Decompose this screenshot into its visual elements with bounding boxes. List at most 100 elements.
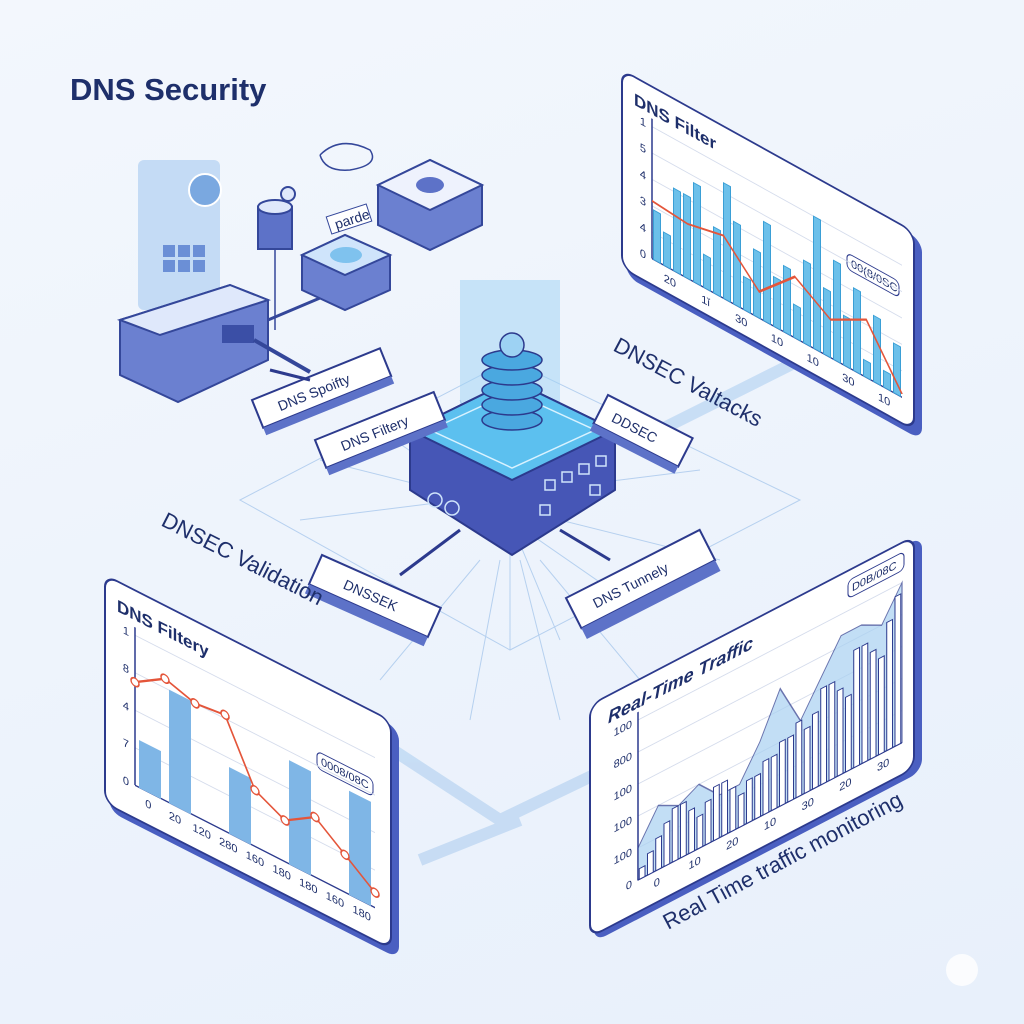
- bar: [679, 800, 687, 859]
- central-dns-server: [407, 280, 618, 557]
- bar: [703, 253, 711, 292]
- bar: [721, 779, 729, 838]
- bar: [853, 646, 861, 769]
- database-cylinder: [257, 186, 296, 330]
- bar: [843, 314, 851, 370]
- gridline: [135, 634, 375, 759]
- y-tick-label: 0: [626, 878, 633, 894]
- bar: [673, 187, 681, 276]
- bar: [803, 259, 811, 348]
- y-tick-label: 1: [640, 114, 646, 130]
- data-point: [160, 673, 170, 685]
- bar: [349, 790, 371, 907]
- traffic-area: [637, 580, 903, 881]
- y-tick-label: 7: [123, 736, 129, 751]
- bar: [863, 358, 871, 381]
- y-tick-label: 4: [640, 166, 647, 183]
- bar: [745, 777, 753, 825]
- bar: [836, 687, 844, 778]
- data-point: [340, 849, 350, 861]
- bar: [873, 314, 881, 387]
- bar: [811, 710, 819, 790]
- cloud-icon: [319, 142, 374, 171]
- database-stack-icon: [481, 332, 543, 431]
- data-point: [190, 698, 200, 709]
- x-tick-label: 1ǐ: [701, 292, 711, 310]
- bar: [733, 220, 741, 309]
- bar: [737, 792, 745, 829]
- bar: [763, 220, 771, 326]
- watermark-badge: [946, 954, 978, 986]
- y-tick-label: 0: [640, 246, 647, 263]
- bar: [688, 807, 696, 855]
- bar: [883, 369, 891, 392]
- bar: [803, 725, 811, 795]
- bar: [754, 772, 762, 821]
- bar: [229, 767, 251, 845]
- bar: [683, 192, 691, 281]
- bar: [139, 739, 161, 800]
- bar: [646, 849, 654, 876]
- bar: [655, 835, 663, 872]
- y-tick-label: 4: [123, 699, 130, 715]
- bar: [778, 738, 786, 808]
- gridline: [652, 126, 902, 266]
- bar: [743, 275, 751, 315]
- bar: [696, 813, 704, 851]
- web-server-device: [116, 160, 321, 404]
- bar: [894, 593, 902, 747]
- bar: [823, 286, 831, 359]
- port-icons: [427, 455, 607, 516]
- globe-icon: [416, 177, 444, 193]
- bar: [704, 798, 712, 846]
- data-point: [370, 887, 380, 898]
- bar: [783, 264, 791, 337]
- bar: [713, 225, 721, 298]
- x-tick-label: 0: [145, 797, 152, 813]
- bar: [820, 685, 828, 786]
- bar: [712, 783, 720, 842]
- bar: [828, 680, 836, 782]
- bar: [877, 655, 885, 756]
- data-point: [220, 709, 230, 721]
- y-tick-label: 8: [123, 661, 129, 676]
- bar: [886, 618, 894, 752]
- y-tick-label: 5: [640, 140, 647, 157]
- bar: [762, 757, 770, 816]
- bar: [169, 689, 191, 815]
- data-point: [130, 676, 140, 688]
- block-dns-filtery[interactable]: DNS Filtery: [313, 390, 448, 476]
- bar: [671, 805, 679, 863]
- bar: [653, 209, 661, 265]
- bar: [773, 275, 781, 331]
- gridline: [638, 582, 902, 721]
- bar: [729, 785, 737, 833]
- resolver-tag: parde: [333, 206, 372, 232]
- bar: [787, 734, 795, 803]
- block-dnssek[interactable]: DNSSEK: [304, 553, 443, 647]
- bar: [770, 753, 778, 812]
- y-tick-label: 1: [123, 624, 129, 639]
- bar: [844, 693, 852, 773]
- bar: [638, 864, 646, 881]
- block-ddsec[interactable]: DDSEC: [589, 393, 694, 474]
- bar: [869, 648, 877, 760]
- data-point: [250, 784, 260, 796]
- panel-dns-filtery: DNS Filtery 0008/08C 1847002012028016018…: [104, 578, 399, 955]
- x-tick-label: 0: [654, 875, 661, 891]
- y-tick-label: 4: [640, 219, 647, 236]
- bar: [861, 642, 869, 765]
- page-title: DNS Security: [70, 72, 267, 107]
- y-tick-label: 3: [640, 193, 647, 210]
- data-point: [280, 815, 290, 826]
- browser-icon: [188, 173, 222, 207]
- bar: [693, 181, 701, 287]
- grid-icon: [163, 245, 205, 272]
- bar: [795, 719, 803, 799]
- bar: [833, 259, 841, 364]
- bar: [663, 820, 671, 868]
- trend-line: [651, 199, 903, 394]
